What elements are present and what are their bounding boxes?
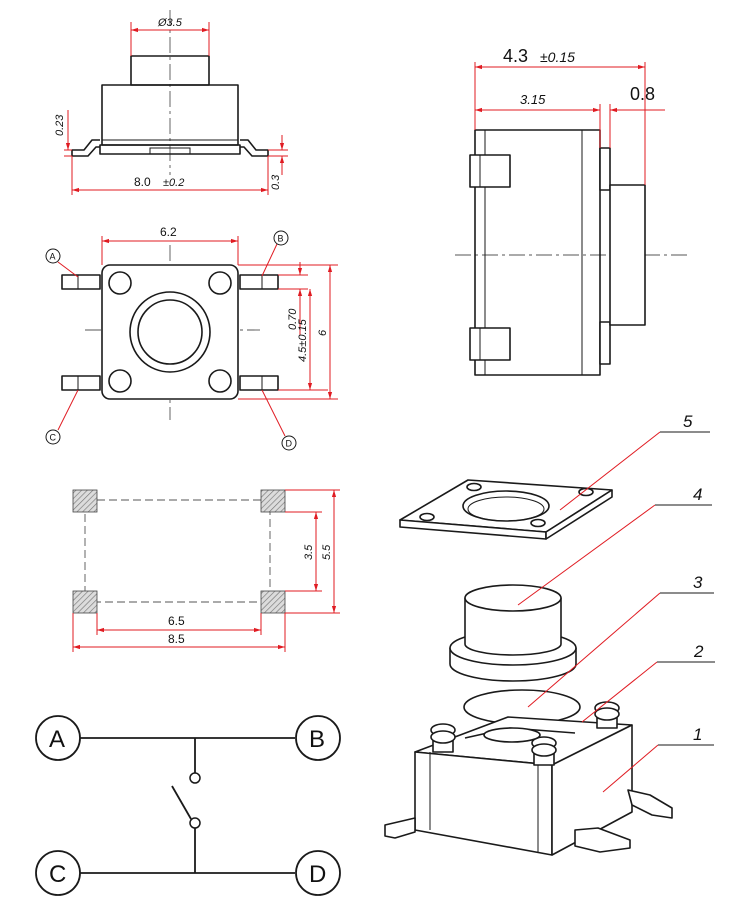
- dim-total-height-tol: ±0.15: [540, 49, 575, 65]
- exploded-view: 5 4 3 2 1: [384, 412, 715, 856]
- terminal-a: A: [49, 726, 65, 753]
- part-2-contact: [483, 727, 541, 743]
- dim-stem: 0.8: [630, 84, 655, 104]
- post: [430, 723, 456, 753]
- part-4-actuator: [449, 584, 577, 682]
- dim-pin-pitch-small: 0.70: [287, 308, 299, 330]
- callout-3: 3: [693, 573, 703, 592]
- part-5-cover-plate: [399, 479, 613, 540]
- dim-pad-pitch-x: 6.5: [168, 614, 185, 628]
- dim-button-diameter: Ø3.5: [157, 17, 183, 29]
- terminal-b: B: [309, 726, 325, 753]
- dim-body-length: 8.0: [134, 175, 151, 189]
- post: [594, 701, 620, 729]
- pin-label-a: A: [50, 252, 56, 262]
- dim-body-depth: 6: [317, 329, 329, 336]
- callout-2: 2: [693, 642, 704, 661]
- side-view: 4.3 ±0.15 3.15 0.8: [455, 46, 690, 376]
- callout-4: 4: [693, 485, 702, 504]
- dim-pin-pitch: 4.5±0.15: [297, 318, 309, 362]
- pin-label-c: C: [50, 433, 57, 443]
- dim-pad-pitch-y: 3.5: [303, 544, 315, 560]
- dim-lead-offset: 0.3: [270, 174, 282, 190]
- dim-body-length-tol: ±0.2: [163, 177, 184, 189]
- dim-pad-span-x: 8.5: [168, 632, 185, 646]
- callout-1: 1: [693, 725, 702, 744]
- pin-label-b: B: [278, 234, 284, 244]
- front-view: Ø3.5 8.0 ±0.2 0.23 0.3: [54, 10, 288, 195]
- dim-body-height: 3.15: [520, 92, 546, 107]
- callout-5: 5: [683, 412, 693, 431]
- dim-body-width: 6.2: [160, 225, 177, 239]
- plan-view: 6.2 0.70 4.5±0.15 6 A B C D: [45, 225, 338, 451]
- terminal-c: C: [49, 861, 66, 888]
- switch-schematic: A B C D: [35, 715, 341, 896]
- footprint-view: 6.5 8.5 3.5 5.5: [72, 489, 340, 652]
- terminal-d: D: [309, 861, 326, 888]
- dim-total-height: 4.3: [503, 46, 528, 66]
- part-1-base: [384, 701, 673, 856]
- post: [531, 736, 557, 766]
- dim-lead-thickness: 0.23: [54, 114, 66, 136]
- dim-pad-span-y: 5.5: [321, 544, 333, 560]
- pin-label-d: D: [286, 439, 293, 449]
